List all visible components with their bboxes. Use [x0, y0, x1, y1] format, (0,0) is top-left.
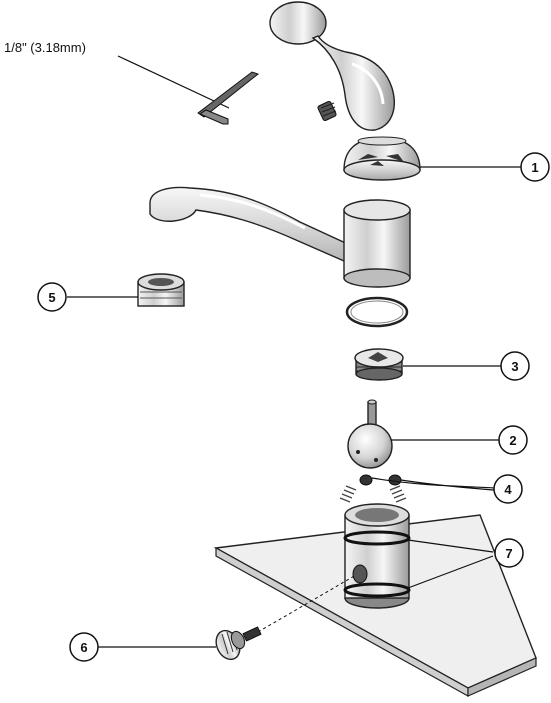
seats-and-springs	[339, 474, 407, 503]
callout-7: 7	[494, 538, 524, 568]
cam-assembly	[354, 348, 404, 381]
callout-6: 6	[69, 632, 99, 662]
diverter-screw	[215, 626, 262, 661]
spout-body	[343, 199, 411, 288]
wrench-size-label: 1/8" (3.18mm)	[4, 40, 86, 55]
valve-body	[343, 503, 411, 609]
spout-o-ring	[345, 296, 409, 328]
handle-lever	[269, 1, 395, 131]
assembly-dashed-line	[257, 574, 357, 633]
wrench-leader-line	[117, 55, 230, 109]
svg-text:1: 1	[531, 160, 538, 175]
callout-1: 1	[520, 152, 550, 182]
svg-text:4: 4	[504, 482, 512, 497]
svg-text:3: 3	[511, 359, 518, 374]
cap-ring	[343, 136, 421, 181]
callout-5: 5	[37, 282, 67, 312]
svg-text:5: 5	[48, 290, 55, 305]
allen-wrench-icon	[197, 71, 260, 125]
callout-4: 4	[493, 474, 523, 504]
aerator	[137, 273, 185, 307]
svg-text:2: 2	[509, 433, 516, 448]
svg-text:7: 7	[505, 546, 512, 561]
callout-4-leader	[371, 477, 495, 491]
callout-3: 3	[500, 351, 530, 381]
set-screw-icon	[317, 100, 337, 122]
ball	[347, 399, 393, 469]
callout-2: 2	[498, 425, 528, 455]
svg-text:6: 6	[80, 640, 87, 655]
callout-7-leader	[407, 539, 494, 589]
